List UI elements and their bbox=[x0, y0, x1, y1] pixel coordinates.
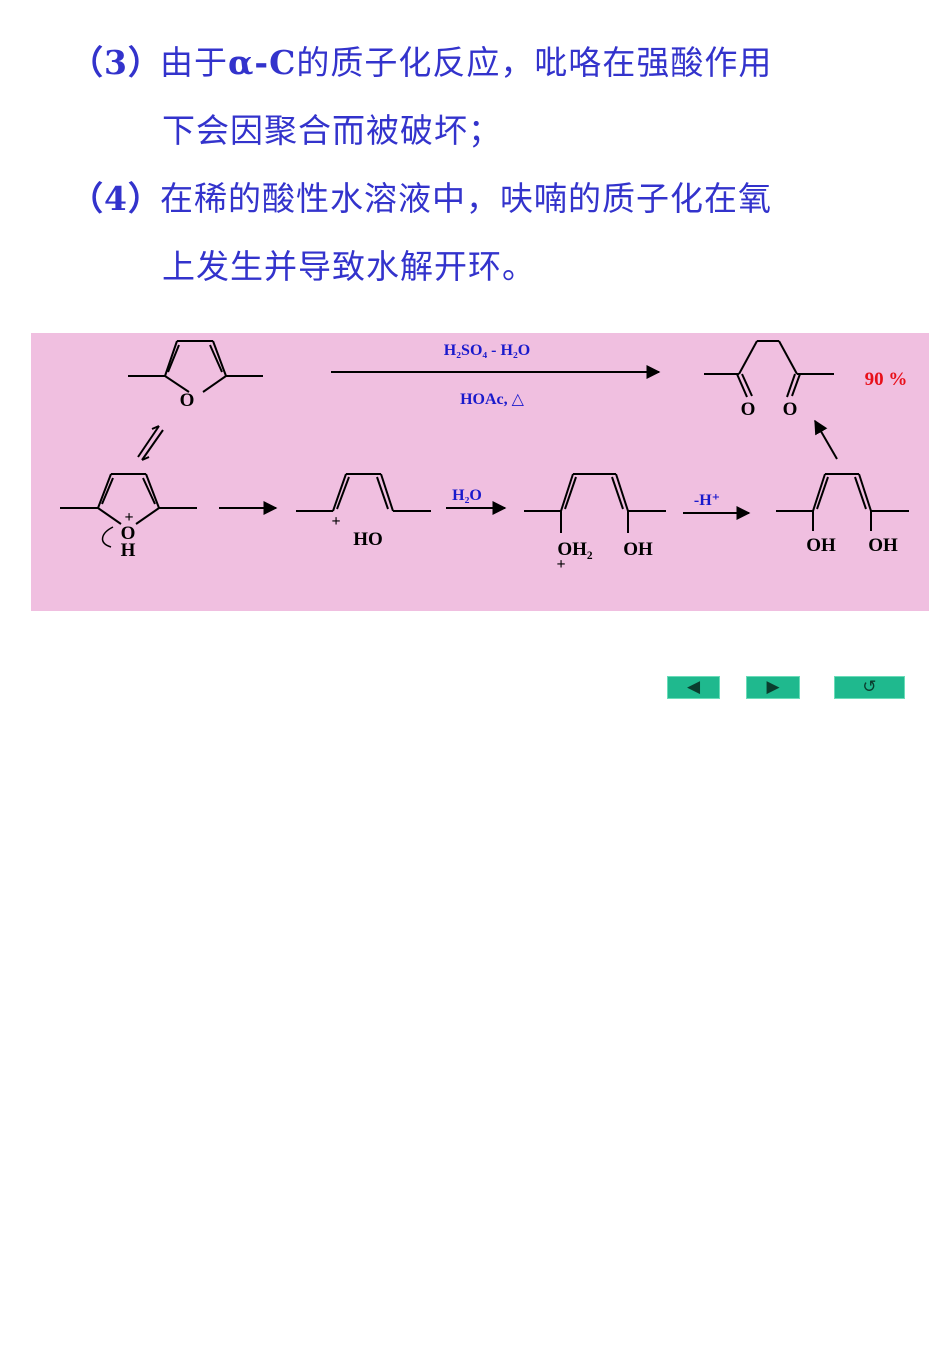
hexanedione-structure bbox=[704, 340, 834, 398]
point-number: （4） bbox=[70, 179, 162, 218]
yield-label: 90 % bbox=[865, 369, 908, 390]
hydrated-intermediate-structure bbox=[524, 473, 666, 533]
deprotonation-reagent-label: -H⁺ bbox=[694, 492, 720, 509]
cation-charge: + bbox=[331, 513, 340, 530]
previous-button[interactable]: ◀ bbox=[667, 676, 720, 699]
cation-hydroxyl-label: HO bbox=[353, 529, 383, 550]
point-text: 由于 bbox=[160, 43, 228, 82]
oxonium-charge: + bbox=[124, 509, 133, 526]
point-text: 在稀的酸性水溶液中，呋喃的质子化在氧 bbox=[160, 179, 772, 218]
open-cation-structure bbox=[296, 473, 431, 512]
alpha-carbon-label: α-C bbox=[228, 43, 297, 82]
point-3: （3）由于α-C的质子化反应，吡咯在强酸作用 下会因聚合而被破坏； bbox=[70, 36, 930, 150]
point-text-continued: 上发生并导致水解开环。 bbox=[162, 247, 536, 286]
point-text: 的质子化反应，吡咯在强酸作用 bbox=[296, 43, 773, 82]
point-4: （4）在稀的酸性水溶液中，呋喃的质子化在氧 上发生并导致水解开环。 bbox=[70, 172, 930, 286]
triangle-right-icon: ▶ bbox=[766, 677, 780, 697]
point-text-continued: 下会因聚合而被破坏； bbox=[162, 111, 502, 150]
oxonium-structure bbox=[60, 473, 197, 548]
return-arrow-icon: ↺ bbox=[862, 677, 877, 697]
furan-oxygen-label: O bbox=[180, 390, 195, 411]
reaction-scheme: O O O + O H + HO OH₂ + OH OH OH H₂SO₄ - … bbox=[31, 333, 929, 611]
dimethylfuran-structure bbox=[128, 340, 263, 393]
oxonium-water-label: OH₂ bbox=[557, 539, 593, 560]
enol-hydroxyl-label: OH bbox=[806, 535, 836, 556]
carbonyl-oxygen-label: O bbox=[783, 399, 798, 420]
reaction-conditions-solvent: HOAc, △ bbox=[460, 391, 525, 408]
enediol-structure bbox=[776, 473, 909, 531]
point-number: （3） bbox=[70, 43, 162, 82]
reaction-scheme-drawing: O O O + O H + HO OH₂ + OH OH OH H₂SO₄ - … bbox=[60, 340, 909, 573]
oxonium-hydrogen-label: H bbox=[121, 540, 136, 561]
reaction-conditions-acid: H₂SO₄ - H₂O bbox=[444, 342, 530, 359]
enol-hydroxyl-label: OH bbox=[868, 535, 898, 556]
next-button[interactable]: ▶ bbox=[746, 676, 800, 699]
hydroxyl-label: OH bbox=[623, 539, 653, 560]
tautomerization-arrow bbox=[814, 419, 838, 460]
return-button[interactable]: ↺ bbox=[834, 676, 905, 699]
oxonium-oxygen-label: O bbox=[121, 523, 136, 544]
water-reagent-label: H₂O bbox=[452, 487, 482, 504]
carbonyl-oxygen-label: O bbox=[741, 399, 756, 420]
triangle-left-icon: ◀ bbox=[686, 677, 701, 697]
equilibrium-arrow bbox=[137, 425, 164, 461]
oxonium-water-charge: + bbox=[556, 556, 565, 573]
